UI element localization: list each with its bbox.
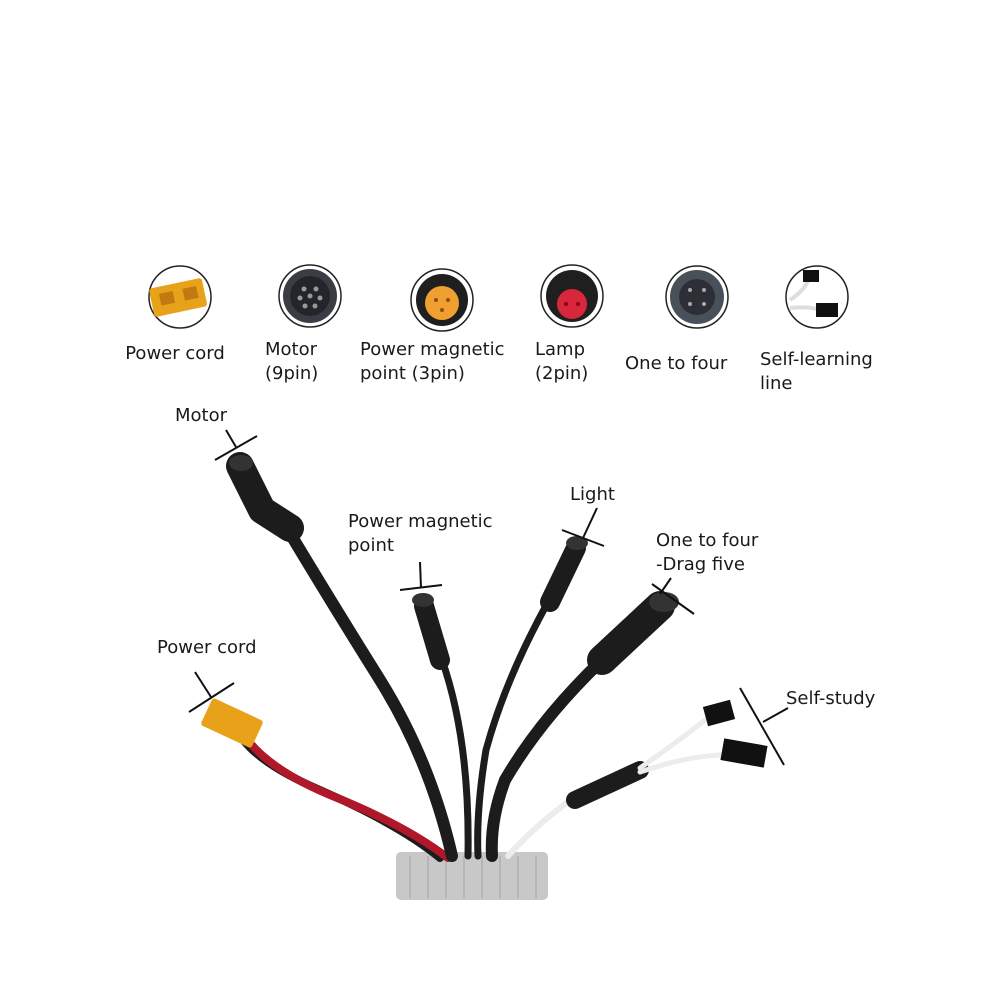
motor-9pin-connector-icon bbox=[278, 264, 342, 328]
xt60-plug bbox=[201, 698, 263, 748]
lamp-2pin-connector-icon bbox=[540, 264, 604, 328]
legend-label-magnetic-point: Power magnetic point (3pin) bbox=[360, 339, 505, 384]
light-cable bbox=[474, 536, 588, 860]
self-learning-plug-icon bbox=[785, 265, 849, 329]
controller-housing bbox=[396, 852, 548, 900]
callout-motor: Motor bbox=[175, 405, 228, 426]
legend-label-self-learning: Self-learning line bbox=[760, 349, 873, 394]
callout-power-magnetic-point: Power magnetic point bbox=[348, 511, 493, 556]
legend-label-power-cord: Power cord bbox=[125, 343, 225, 364]
power-cord-wires bbox=[232, 724, 452, 862]
callout-one-to-four: One to four -Drag five bbox=[656, 530, 759, 575]
one-to-four-connector-icon bbox=[665, 265, 729, 329]
magnetic-3pin-connector-icon bbox=[410, 268, 474, 332]
callout-power-cord: Power cord bbox=[157, 637, 257, 658]
legend-label-motor: Motor (9pin) bbox=[265, 339, 319, 384]
legend-label-lamp: Lamp (2pin) bbox=[535, 339, 589, 384]
one-to-four-cable bbox=[485, 591, 679, 862]
xt60-connector-icon bbox=[148, 265, 212, 329]
motor-cable bbox=[226, 452, 458, 862]
callout-light: Light bbox=[570, 484, 615, 505]
legend-label-one-to-four: One to four bbox=[625, 353, 728, 374]
magnetic-point-cable bbox=[412, 593, 472, 860]
self-study-cable bbox=[505, 699, 768, 859]
callout-ticks bbox=[188, 429, 789, 766]
callout-self-study: Self-study bbox=[786, 688, 876, 709]
